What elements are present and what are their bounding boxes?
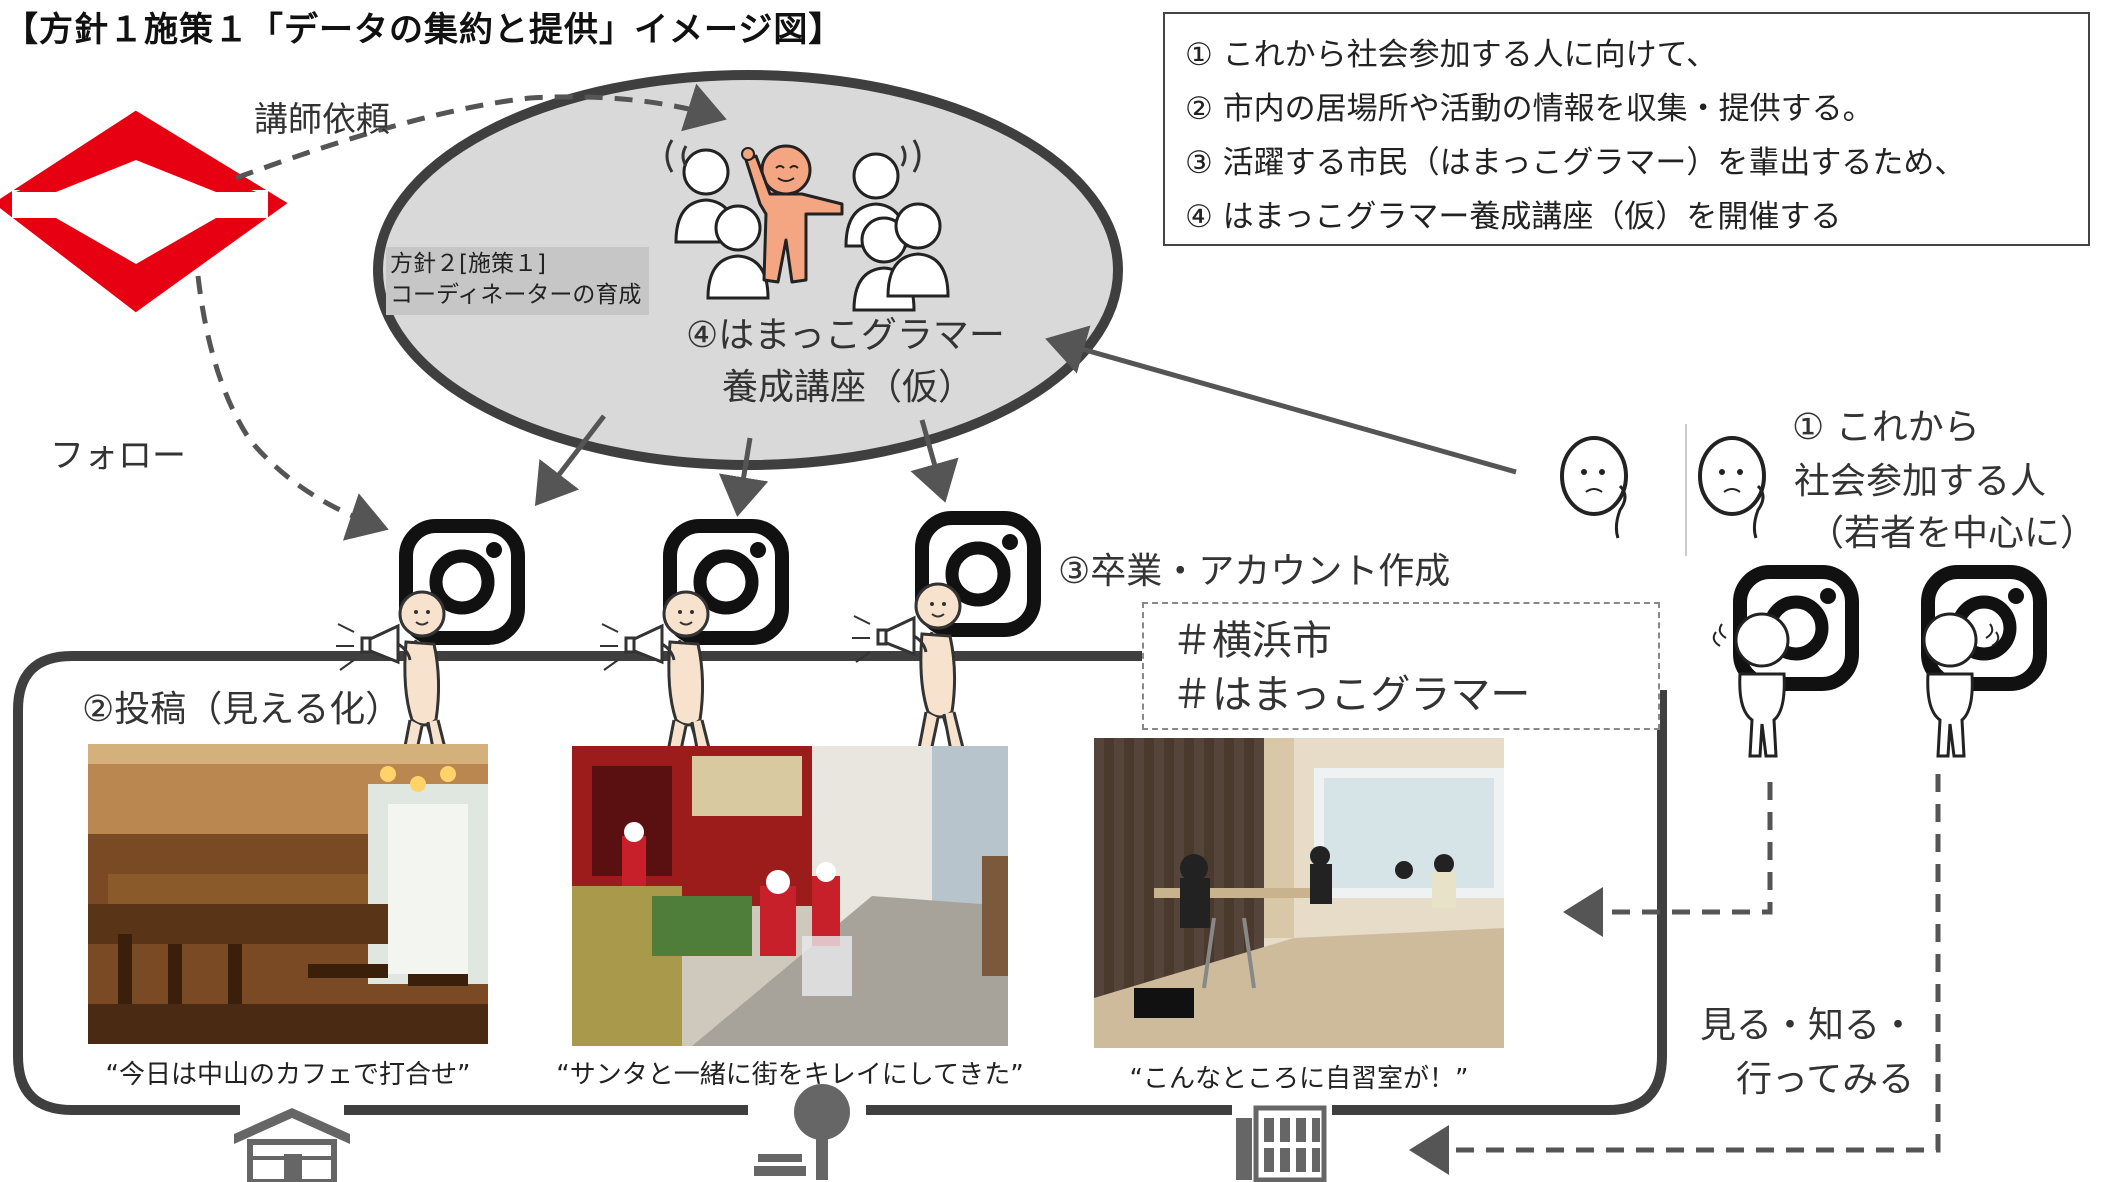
megaphone-person-icon xyxy=(334,590,450,766)
thinking-person-icon xyxy=(1922,612,2000,758)
yokohama-city-emblem-icon xyxy=(0,110,288,313)
coordinator-tag-line-1: 方針２[施策１] xyxy=(390,251,546,277)
photo-study-room xyxy=(1094,738,1504,1048)
thinking-person-icon xyxy=(1698,436,1766,539)
megaphone-person-icon xyxy=(850,582,966,758)
thinking-person-icon xyxy=(1560,436,1628,539)
posting-frame xyxy=(13,651,1667,1115)
step-3: ③ 活躍する市民（はまっこグラマー）を輩出するため、 xyxy=(1185,145,1966,181)
caption-study-room: “こんなところに自習室が！” xyxy=(1129,1064,1469,1094)
photo-cafe xyxy=(88,744,488,1044)
graduate-label: ③卒業・アカウント作成 xyxy=(1058,551,1451,592)
building-icon xyxy=(1232,1104,1332,1182)
tree-icon xyxy=(748,1084,866,1182)
step-1: ① これから社会参加する人に向けて、 xyxy=(1185,37,1718,73)
caption-street-cleanup: “サンタと一緒に街をキレイにしてきた” xyxy=(556,1060,1024,1090)
step-2: ② 市内の居場所や活動の情報を収集・提供する。 xyxy=(1185,91,1874,127)
megaphone-person-icon xyxy=(598,590,714,766)
steps-legend-box: ① これから社会参加する人に向けて、 ② 市内の居場所や活動の情報を収集・提供す… xyxy=(1163,12,2090,246)
coordinator-tag: 方針２[施策１] コーディネーターの育成 xyxy=(386,247,650,315)
hashtag-box: ＃横浜市 ＃はまっこグラマー xyxy=(1142,602,1660,730)
thinking-person-icon xyxy=(1712,612,1790,758)
step-4: ④ はまっこグラマー養成講座（仮）を開催する xyxy=(1185,199,1842,235)
newcomers-line-2: 社会参加する人 xyxy=(1794,461,2047,502)
newcomers-line-3: （若者を中心に） xyxy=(1808,513,2097,554)
newcomers-line-1: ① これから xyxy=(1792,407,1980,448)
follow-label: フォロー xyxy=(50,436,186,476)
trainer-group-illustration xyxy=(665,139,950,312)
photo-street-cleanup xyxy=(572,746,1008,1046)
course-title-line-2: 養成講座（仮） xyxy=(722,367,975,408)
course-title-line-1: ④はまっこグラマー xyxy=(686,315,1005,356)
lecturer-request-label: 講師依頼 xyxy=(254,100,390,140)
hashtag-yokohama: ＃横浜市 xyxy=(1172,618,1332,664)
house-icon xyxy=(234,1104,350,1182)
page-title: 【方針１施策１「データの集約と提供」イメージ図】 xyxy=(4,10,844,50)
see-know-go-line-1: 見る・知る・ xyxy=(1700,1005,1917,1046)
caption-cafe: “今日は中山のカフェで打合せ” xyxy=(105,1060,471,1090)
coordinator-tag-line-2: コーディネーターの育成 xyxy=(390,282,642,308)
posting-label: ②投稿（見える化） xyxy=(82,689,402,730)
hashtag-hamakkogramer: ＃はまっこグラマー xyxy=(1172,672,1531,718)
see-know-go-line-2: 行ってみる xyxy=(1736,1059,1915,1100)
